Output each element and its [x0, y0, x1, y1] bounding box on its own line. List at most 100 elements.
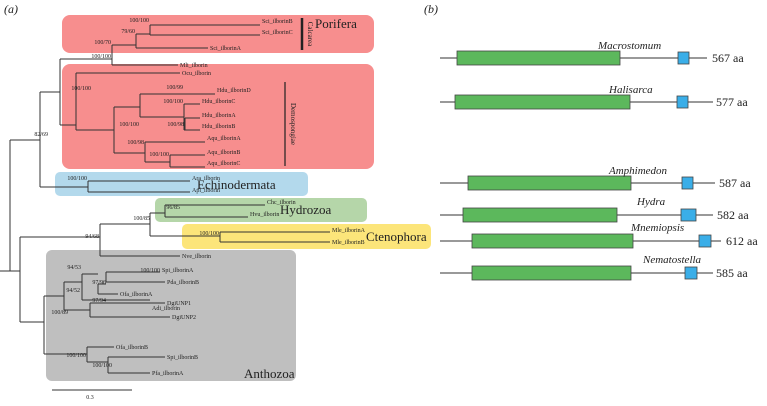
- green-domain: [471, 265, 632, 281]
- clade-label-demospongiae: Demospongiae: [289, 103, 297, 145]
- ctenophora-box: [182, 224, 431, 249]
- protein-length: 612 aa: [726, 234, 758, 248]
- support-value: 79/60: [121, 29, 135, 35]
- leaf-label: Ocu_ilborin: [182, 71, 211, 77]
- support-value: 97/94: [92, 298, 106, 304]
- protein-length: 567 aa: [712, 51, 744, 65]
- leaf-label: Mle_ilborinA: [332, 228, 366, 234]
- protein-length: 587 aa: [719, 176, 751, 190]
- clade-label-calcarea: Calcarea: [306, 22, 314, 47]
- support-value: 96/85: [166, 205, 180, 211]
- scale-bar-label: 0.3: [86, 395, 94, 401]
- support-value: 100/99: [166, 85, 183, 91]
- support-value: 94/53: [67, 265, 81, 271]
- green-domain: [456, 50, 621, 66]
- blue-domain: [676, 95, 689, 109]
- leaf-label: Spi_ilborinA: [162, 268, 194, 274]
- support-value: 100/85: [133, 216, 150, 222]
- blue-domain: [698, 234, 712, 248]
- support-value: 100/100: [67, 176, 87, 182]
- anthozoa-box: [46, 250, 296, 381]
- leaf-label: Aqu_ilborinA: [207, 136, 241, 142]
- species-label: Nematostella: [642, 254, 702, 266]
- species-label: Amphimedon: [608, 165, 668, 177]
- clade-label-echinodermata: Echinodermata: [197, 177, 276, 192]
- clade-label-hydrozoa: Hydrozoa: [280, 202, 331, 217]
- species-label: Hydra: [636, 196, 666, 208]
- leaf-label: DgiUNP1: [167, 301, 191, 307]
- leaf-label: Ofa_ilborinA: [120, 291, 153, 298]
- leaf-label: DgiUNP2: [172, 315, 196, 321]
- green-domain: [467, 175, 632, 191]
- green-domain: [454, 94, 631, 110]
- protein-row-mnemiopsis: Mnemiopsis 612 aa: [440, 222, 758, 249]
- leaf-label: Hdu_ilborinD: [217, 88, 251, 94]
- blue-domain: [680, 208, 697, 222]
- echinodermata-box: [55, 172, 308, 196]
- protein-row-halisarca: Halisarca 577 aa: [440, 84, 748, 110]
- protein-row-amphimedon: Amphimedon 587 aa: [440, 165, 751, 191]
- blue-domain: [677, 51, 690, 65]
- leaf-label: Sci_ilborinC: [262, 30, 293, 36]
- protein-length: 577 aa: [716, 95, 748, 109]
- leaf-label: Mle_ilborinB: [332, 240, 365, 246]
- hydrozoa-box: [155, 198, 367, 222]
- support-value: 100/70: [94, 40, 111, 46]
- clade-label-anthozoa: Anthozoa: [244, 366, 295, 381]
- species-label: Macrostomum: [597, 40, 661, 52]
- leaf-label: Nve_ilborin: [182, 254, 211, 260]
- support-value: 100/100: [140, 268, 160, 274]
- support-value: 100/98: [127, 140, 144, 146]
- support-value: 100/100: [199, 231, 219, 237]
- blue-domain: [684, 266, 698, 280]
- support-value: 94/68: [85, 234, 99, 240]
- panel-a-label: (a): [4, 2, 18, 16]
- leaf-label: Adi_ilborin: [152, 306, 180, 312]
- support-value: 100/100: [149, 152, 169, 158]
- clade-label-porifera: Porifera: [315, 16, 357, 31]
- protein-row-nematostella: Nematostella 585 aa: [440, 254, 748, 281]
- leaf-label: Hdu_ilborinB: [202, 124, 235, 130]
- support-value: 100/98: [167, 122, 184, 128]
- leaf-label: Sci_ilborinB: [262, 19, 293, 25]
- porifera-box-calcarea: [62, 15, 374, 53]
- support-value: 100/100: [92, 363, 112, 369]
- blue-domain: [681, 176, 694, 190]
- protein-row-hydra: Hydra 582 aa: [440, 196, 749, 223]
- species-label: Mnemiopsis: [630, 222, 684, 234]
- leaf-label: Ara_ilborin: [192, 176, 220, 182]
- support-value: 94/52: [66, 288, 80, 294]
- leaf-label: Spi_ilborinB: [167, 355, 198, 361]
- tree-branches: [0, 24, 330, 374]
- protein-length: 582 aa: [717, 208, 749, 222]
- leaf-label: Pfa_ilborinA: [152, 370, 184, 377]
- panel-b-label: (b): [424, 2, 438, 16]
- leaf-label: Aqu_ilborinB: [207, 150, 240, 156]
- leaf-label: Apl_ilborin: [192, 188, 220, 194]
- protein-length: 585 aa: [716, 266, 748, 280]
- support-value: 100/100: [66, 353, 86, 359]
- leaf-label: Hdu_ilborinA: [202, 113, 236, 119]
- support-value: 100/89: [51, 310, 68, 316]
- protein-row-macrostomum: Macrostomum 567 aa: [440, 40, 744, 66]
- support-value: 100/100: [91, 54, 111, 60]
- green-domain: [471, 233, 634, 249]
- leaf-label: Aqu_ilborinC: [207, 161, 240, 167]
- leaf-label: Ofa_ilborinB: [116, 344, 148, 351]
- leaf-label: Pda_ilborinB: [167, 280, 199, 286]
- leaf-label: Mli_ilborin: [180, 63, 208, 69]
- leaf-label: Chc_ilborin: [267, 200, 296, 206]
- leaf-label: Hvu_ilborin: [250, 212, 279, 218]
- leaf-label: Hdu_ilborinC: [202, 99, 235, 105]
- porifera-box-demospongiae: [62, 64, 374, 169]
- green-domain: [462, 207, 618, 223]
- leaf-label: Sci_ilborinA: [210, 46, 242, 52]
- species-label: Halisarca: [608, 84, 653, 96]
- support-value: 100/100: [71, 86, 91, 92]
- clade-label-ctenophora: Ctenophora: [366, 229, 427, 244]
- support-value: 97/96: [92, 280, 106, 286]
- support-value: 100/100: [119, 122, 139, 128]
- support-value: 100/100: [163, 99, 183, 105]
